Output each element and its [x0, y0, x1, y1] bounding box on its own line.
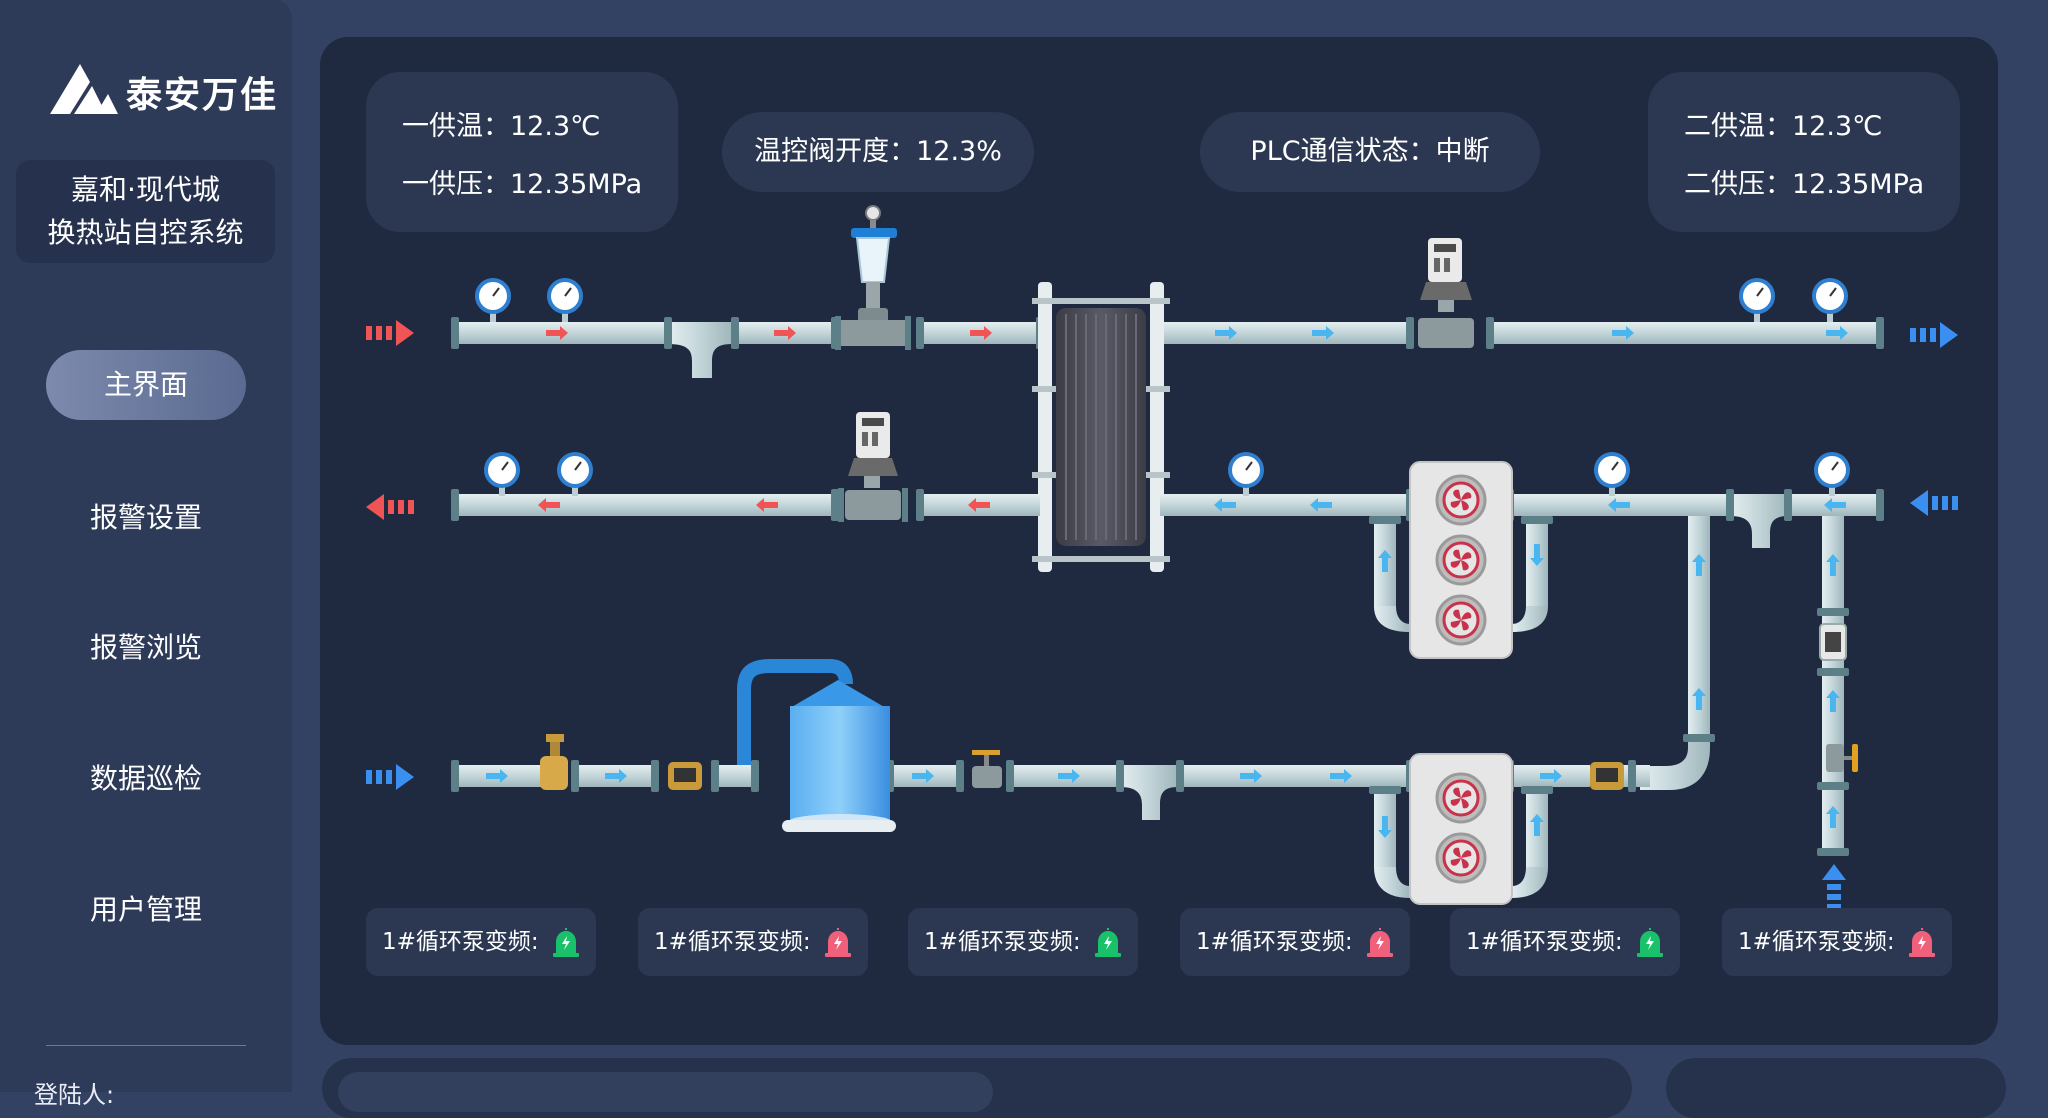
nav-item-main[interactable]: 主界面	[46, 350, 246, 420]
valve-opening-readout: 温控阀开度：12.3%	[722, 112, 1034, 192]
gate-valve-icon	[972, 750, 1002, 788]
primary-reading-panel: 一供温：12.3℃ 一供压：12.35MPa	[366, 72, 678, 232]
alarm-light-alarm-icon	[1367, 928, 1393, 957]
outlet-hot-arrow	[366, 494, 414, 520]
pump-status-label: 1#循环泵变频:	[382, 929, 539, 955]
primary-supply-temp: 一供温：12.3℃	[402, 111, 601, 142]
bottom-panel-right	[1666, 1058, 2006, 1118]
pressure-reducing-valve-icon	[540, 734, 568, 790]
filter-icon	[835, 205, 911, 350]
riser-pipe	[1640, 516, 1858, 856]
alarm-light-normal-icon	[553, 928, 579, 957]
electric-valve-icon	[1418, 238, 1474, 348]
pump-status-2[interactable]: 1#循环泵变频:	[638, 908, 868, 976]
pump-status-label: 1#循环泵变频:	[1466, 929, 1623, 955]
inlet-makeup-left-arrow	[366, 764, 414, 790]
brand-name: 泰安万佳	[126, 74, 279, 116]
outlet-cold-arrow	[1910, 322, 1958, 348]
process-diagram	[366, 205, 1958, 910]
alarm-light-alarm-icon	[825, 928, 851, 957]
secondary-reading-panel: 二供温：12.3℃ 二供压：12.35MPa	[1648, 72, 1960, 232]
line-primary-supply	[451, 278, 1884, 378]
circulation-pump-group-2-icon	[1369, 753, 1553, 905]
pump-status-label: 1#循环泵变频:	[654, 929, 811, 955]
secondary-supply-temp: 二供温：12.3℃	[1684, 111, 1883, 142]
nav-item-alarm-browse[interactable]: 报警浏览	[89, 631, 202, 664]
pump-status-label: 1#循环泵变频:	[1196, 929, 1353, 955]
alarm-light-alarm-icon	[1909, 928, 1935, 957]
line-makeup	[451, 760, 1650, 820]
alarm-light-normal-icon	[1095, 928, 1121, 957]
nav-item-alarm-settings[interactable]: 报警设置	[89, 501, 202, 534]
secondary-supply-pressure: 二供压：12.35MPa	[1684, 169, 1925, 200]
flow-meter-2-icon	[1590, 762, 1624, 790]
system-title: 嘉和·现代城 换热站自控系统	[16, 160, 275, 263]
nav-item-user-management[interactable]: 用户管理	[89, 893, 202, 926]
circulation-pump-group-1-icon	[1369, 461, 1553, 659]
inlet-hot-arrow	[366, 320, 414, 346]
inlet-cold-arrow	[1910, 490, 1958, 516]
flow-meter-icon	[668, 762, 702, 790]
water-tank-icon	[737, 659, 896, 832]
pump-status-label: 1#循环泵变频:	[1738, 929, 1895, 955]
inlet-makeup-arrow	[1822, 864, 1846, 910]
line-primary-return	[451, 452, 1884, 548]
pump-status-label: 1#循环泵变频:	[924, 929, 1081, 955]
sidebar: 泰安万佳 嘉和·现代城 换热站自控系统 主界面 报警设置 报警浏览 数据巡检 用…	[0, 0, 292, 1109]
plc-status-readout: PLC通信状态：中断	[1200, 112, 1540, 192]
brand-logo: 泰安万佳	[50, 60, 280, 120]
brand-mark-icon	[50, 64, 118, 114]
bottom-panel-left-inner	[338, 1072, 993, 1112]
pump-status-4[interactable]: 1#循环泵变频:	[1180, 908, 1410, 976]
system-title-line1: 嘉和·现代城	[71, 173, 220, 206]
electric-valve-return-icon	[838, 412, 908, 522]
nav-item-data-inspection[interactable]: 数据巡检	[89, 762, 202, 795]
system-title-line2: 换热站自控系统	[47, 216, 244, 249]
pump-status-6[interactable]: 1#循环泵变频:	[1722, 908, 1952, 976]
primary-supply-pressure: 一供压：12.35MPa	[402, 169, 643, 200]
pump-status-5[interactable]: 1#循环泵变频:	[1450, 908, 1680, 976]
pump-status-1[interactable]: 1#循环泵变频:	[366, 908, 596, 976]
sidebar-divider	[46, 1045, 246, 1046]
pump-status-3[interactable]: 1#循环泵变频:	[908, 908, 1138, 976]
plate-heat-exchanger-icon	[1032, 282, 1170, 572]
alarm-light-normal-icon	[1637, 928, 1663, 957]
